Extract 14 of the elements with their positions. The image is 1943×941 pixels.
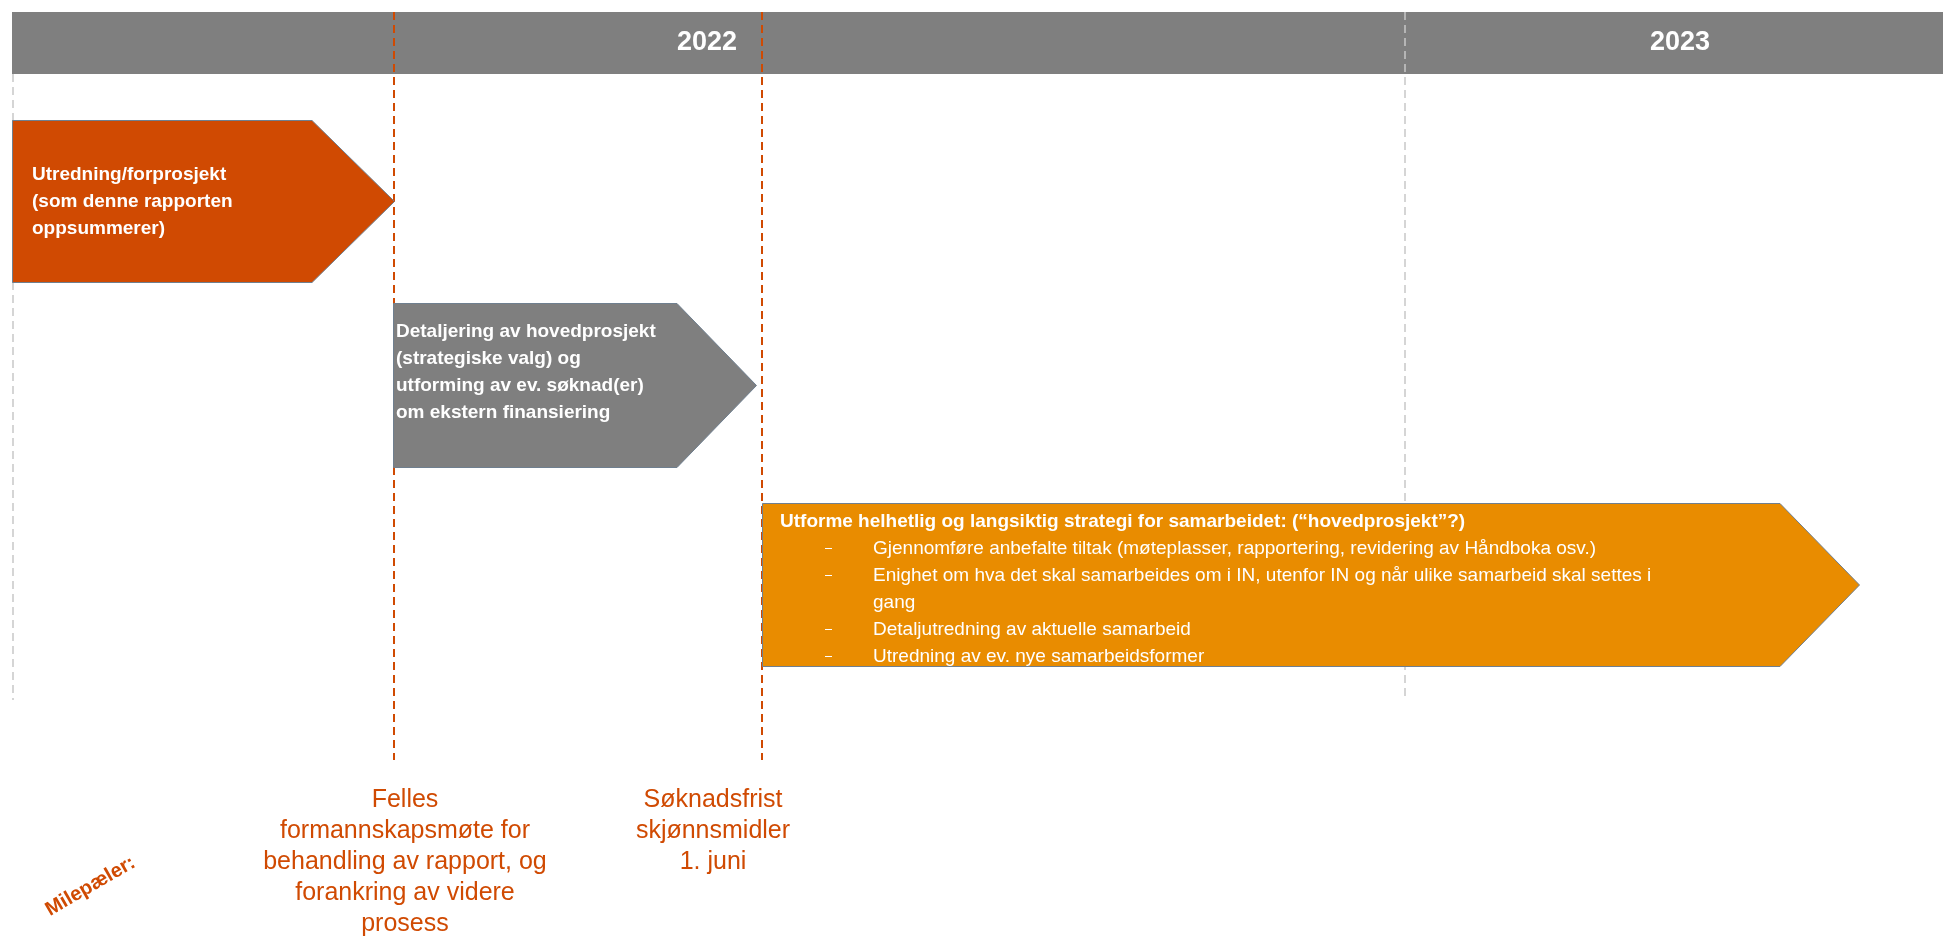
phase-bar xyxy=(12,120,395,283)
milestone-text: Felles formannskapsmøte for behandling av rapport, og forankring av videre prosess xyxy=(262,783,548,938)
phase-bar xyxy=(762,503,1860,667)
bullet-text: Enighet om hva det skal samarbeides om i IN, utenfor IN og når ulike samarbeid skal settes i gang xyxy=(873,563,1653,614)
milestone-text: Søknadsfrist skjønnsmidler 1. juni xyxy=(634,783,792,876)
phase-heading: Utforme helhetlig og langsiktig strategi for samarbeidet: (“hovedprosjekt”?) xyxy=(780,509,1467,533)
bullet-text: Detaljutredning av aktuelle samarbeid xyxy=(873,617,1192,641)
phase-bar xyxy=(393,303,757,468)
phase-text: Detaljering av hovedprosjekt (strategiske valg) og utforming av ev. søknad(er) om ekstern finansiering xyxy=(396,319,656,424)
bullet-text: Utredning av ev. nye samarbeidsformer xyxy=(873,644,1206,668)
bullet-text: Gjennomføre anbefalte tiltak (møteplasser, rapportering, revidering av Håndboka osv.) xyxy=(873,536,1598,560)
phase-text: Utredning/forprosjekt (som denne rapporten oppsummerer) xyxy=(32,162,234,240)
year-label: 2023 xyxy=(1650,26,1711,57)
year-label: 2022 xyxy=(677,26,738,57)
